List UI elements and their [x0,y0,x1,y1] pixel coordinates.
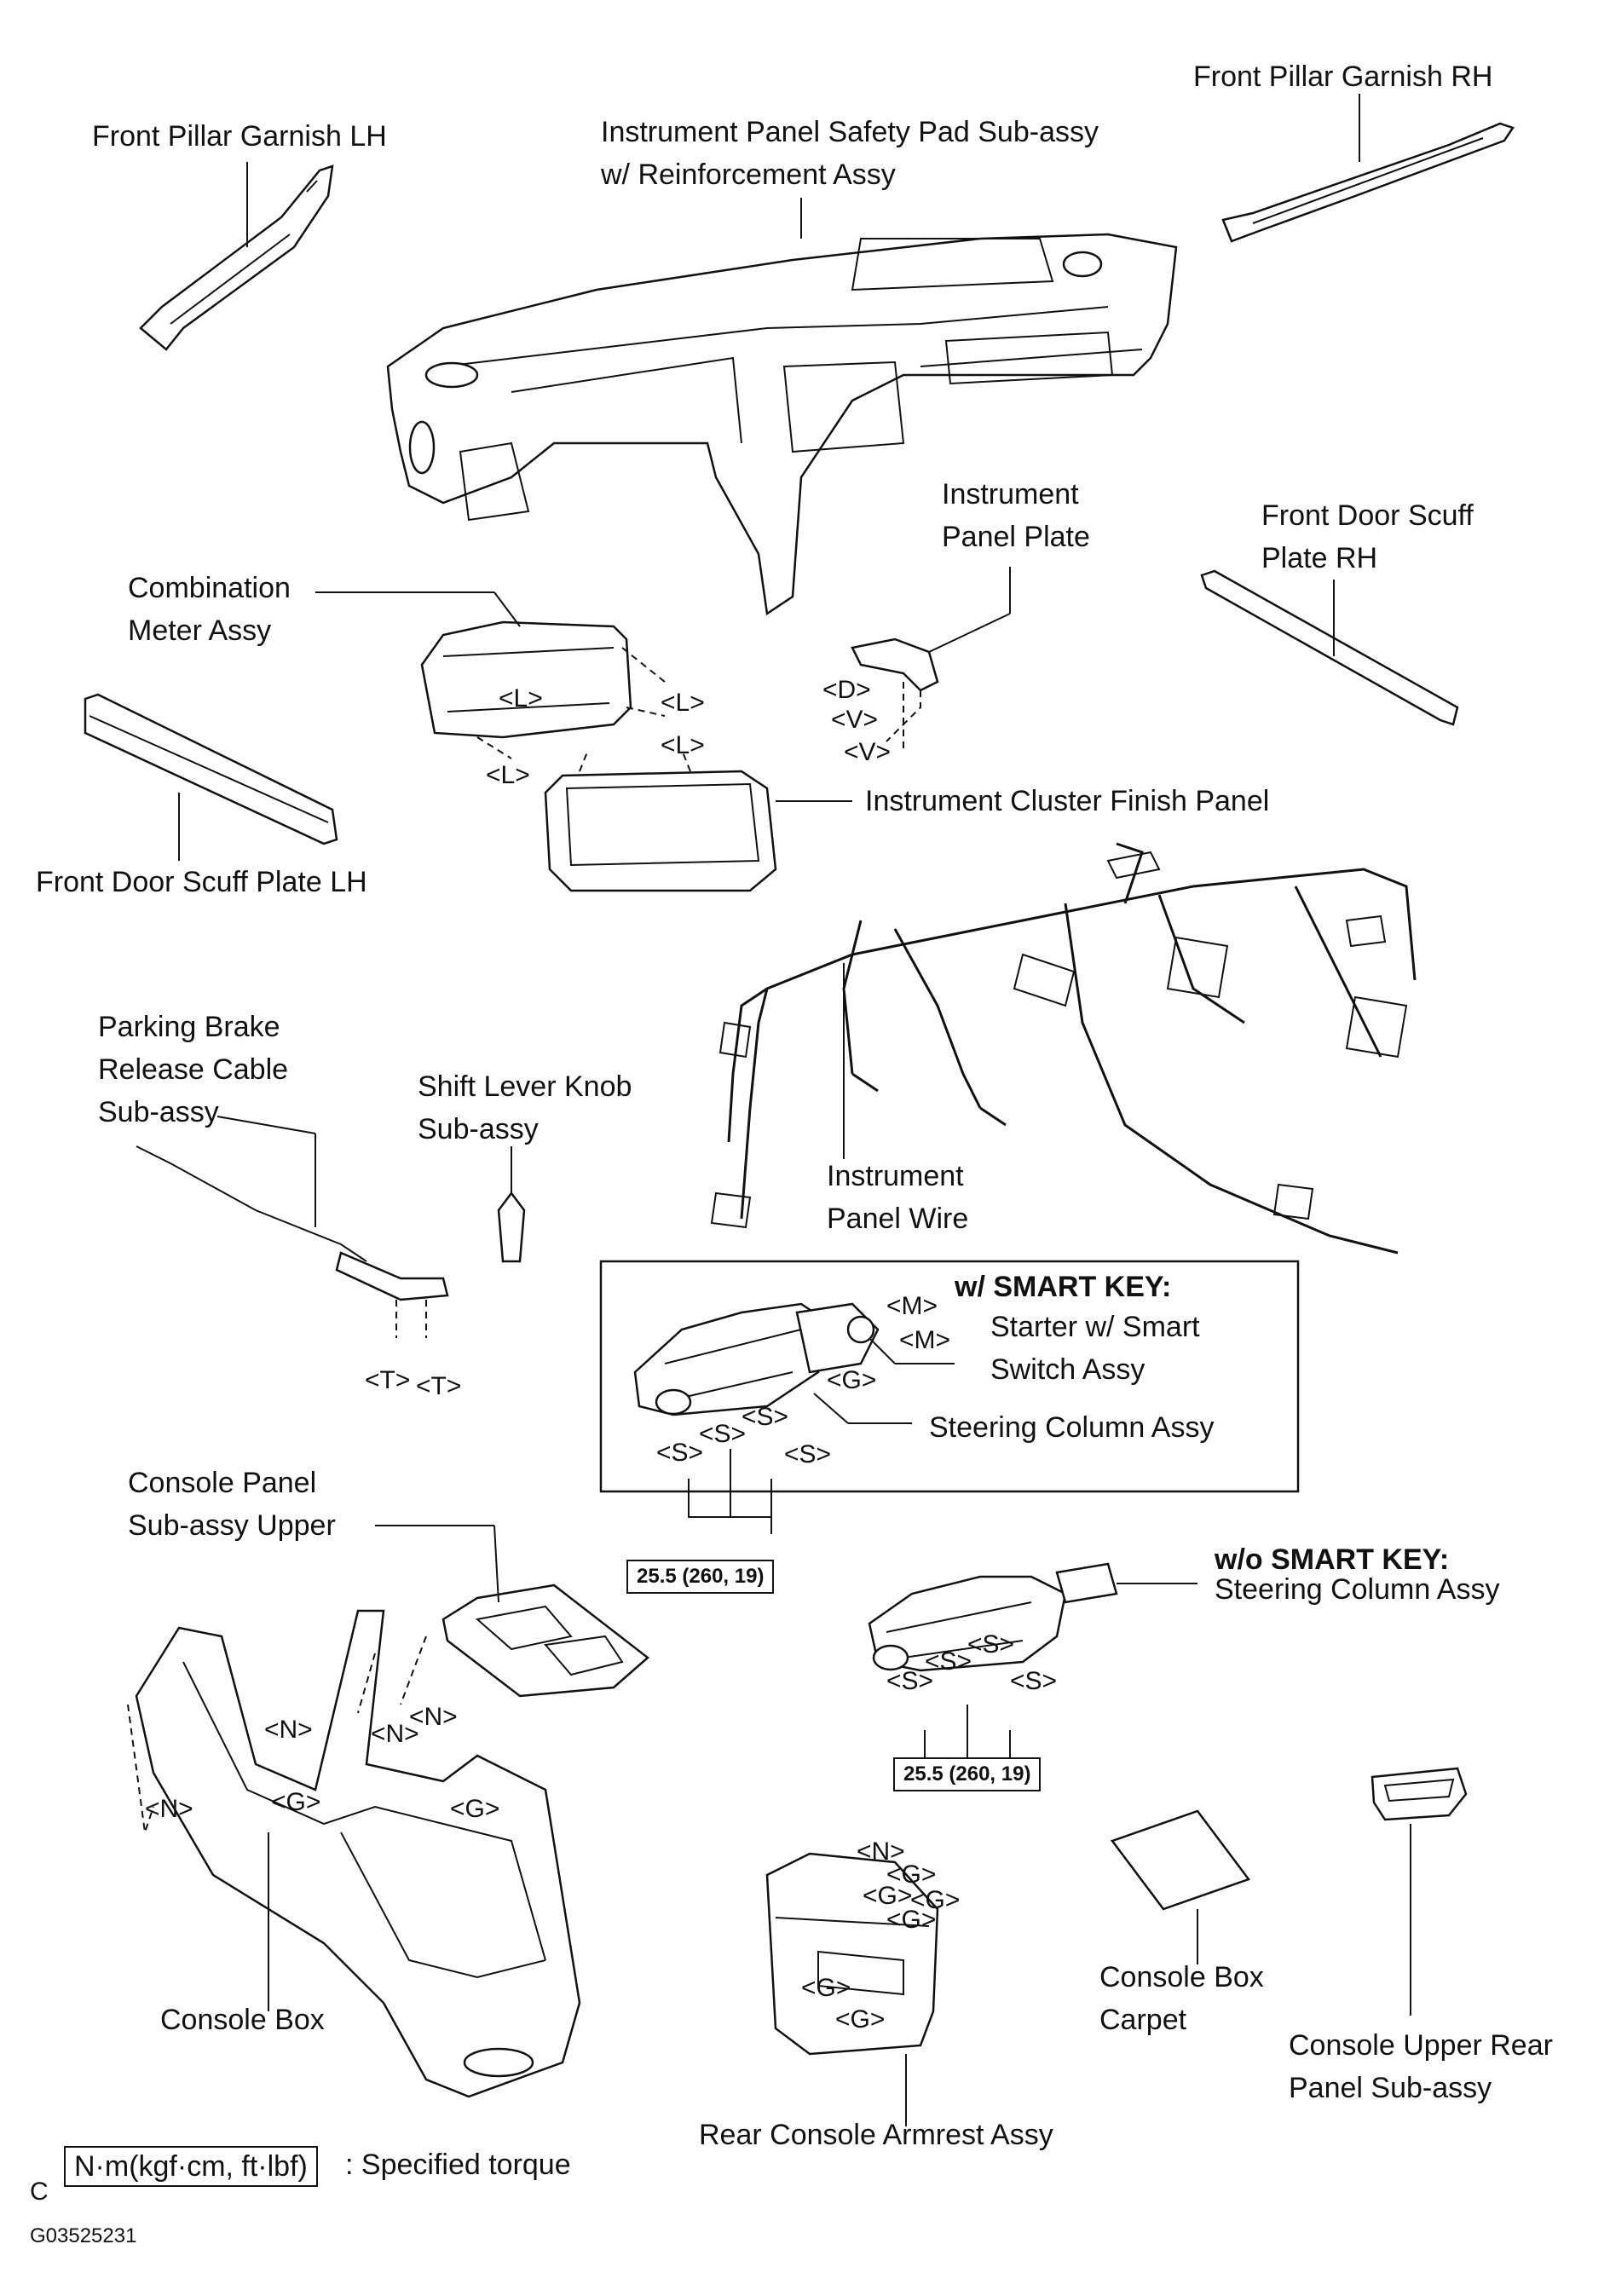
rear-console-armrest [765,1852,939,2126]
tag-s: <S> [925,1647,972,1676]
tag-n: <N> [264,1716,313,1744]
label-steering-column-no-smart: Steering Column Assy [1215,1573,1500,1606]
label-shift-lever-knob: Shift Lever Knob Sub-assy [418,1070,632,1145]
tag-s: <S> [1010,1667,1058,1695]
tag-l: <L> [661,731,705,759]
tag-s: <S> [699,1420,747,1448]
tag-t: <T> [416,1372,462,1400]
instrument-cluster-finish-panel [544,749,852,892]
tag-s: <S> [967,1630,1015,1659]
console-box [127,1609,581,2098]
front-pillar-garnish-lh [139,162,334,351]
tag-g: <G> [271,1788,321,1816]
label-rear-console-armrest: Rear Console Armrest Assy [699,2119,1053,2151]
label-combination-meter-assy: Combination Meter Assy [128,572,291,647]
legend-unit-box: N·m(kgf·cm, ft·lbf) [64,2146,318,2187]
label-parking-brake-release-cable: Parking Brake Release Cable Sub-assy [98,1011,289,1128]
tag-m: <M> [886,1292,938,1320]
tag-g: <G> [450,1795,500,1823]
label-starter-smart-switch: Starter w/ Smart Switch Assy [990,1311,1200,1386]
label-front-pillar-garnish-rh: Front Pillar Garnish RH [1193,61,1493,93]
tag-n: <N> [371,1720,419,1748]
legend-text: : Specified torque [345,2149,571,2181]
steering-column-no-smart [868,1562,1197,1781]
tag-g: <G> [886,1860,937,1889]
tag-t: <T> [365,1366,411,1394]
front-door-scuff-plate-lh [84,693,338,861]
label-front-door-scuff-plate-lh: Front Door Scuff Plate LH [36,866,367,898]
combination-meter-assy [315,591,666,759]
label-smart-key-heading: w/ SMART KEY: [955,1271,1172,1303]
torque-spec-smart: 25.5 (260, 19) [626,1560,775,1594]
label-instrument-cluster-finish-panel: Instrument Cluster Finish Panel [865,785,1270,817]
front-pillar-garnish-rh [1221,94,1515,243]
tag-l: <L> [661,689,705,717]
tag-s: <S> [784,1440,832,1468]
parking-brake-release-cable [136,1116,449,1338]
tag-v: <V> [831,706,879,734]
torque-spec-no-smart: 25.5 (260, 19) [893,1757,1042,1791]
instrument-panel-safety-pad [386,198,1178,616]
tag-n: <N> [145,1795,193,1823]
tag-g: <G> [835,2005,886,2034]
tag-n: <N> [857,1837,905,1866]
tag-l: <L> [486,761,530,789]
label-no-smart-key-heading: w/o SMART KEY: [1215,1543,1450,1576]
label-instrument-panel-safety-pad: Instrument Panel Safety Pad Sub-assy w/ … [601,116,1099,191]
tag-d: <D> [822,676,871,704]
label-console-box-carpet: Console Box Carpet [1099,1961,1264,2036]
instrument-panel-wire-harness [710,842,1417,1255]
shift-lever-knob [497,1146,526,1263]
tag-n: <N> [409,1703,458,1731]
console-panel-upper [375,1525,649,1698]
label-console-panel-upper: Console Panel Sub-assy Upper [128,1467,336,1542]
tag-g: <G> [910,1886,961,1914]
console-box-carpet [1110,1809,1251,1964]
figure-code: G03525231 [30,2224,137,2247]
label-steering-column-smart: Steering Column Assy [929,1411,1215,1444]
console-upper-rear-panel [1371,1767,1468,2016]
tag-s: <S> [886,1667,934,1695]
tag-v: <V> [844,738,892,766]
label-front-door-scuff-plate-rh: Front Door Scuff Plate RH [1261,499,1474,574]
label-instrument-panel-wire: Instrument Panel Wire [827,1160,969,1235]
tag-g: <G> [827,1366,877,1394]
instrument-panel-plate [851,567,1011,750]
label-instrument-panel-plate: Instrument Panel Plate [942,478,1090,553]
tag-s: <S> [656,1439,704,1467]
smart-key-box [599,1260,1300,1534]
tag-s: <S> [742,1403,789,1431]
tag-l: <L> [499,684,543,712]
legend-prefix: C [30,2178,49,2206]
tag-g: <G> [863,1882,913,1910]
tag-m: <M> [899,1326,951,1354]
label-console-upper-rear-panel: Console Upper Rear Panel Sub-assy [1289,2029,1553,2104]
front-door-scuff-plate-rh [1200,569,1459,726]
tag-g: <G> [886,1906,937,1934]
label-front-pillar-garnish-lh: Front Pillar Garnish LH [92,120,387,153]
label-console-box: Console Box [160,2004,325,2036]
tag-g: <G> [801,1974,851,2002]
